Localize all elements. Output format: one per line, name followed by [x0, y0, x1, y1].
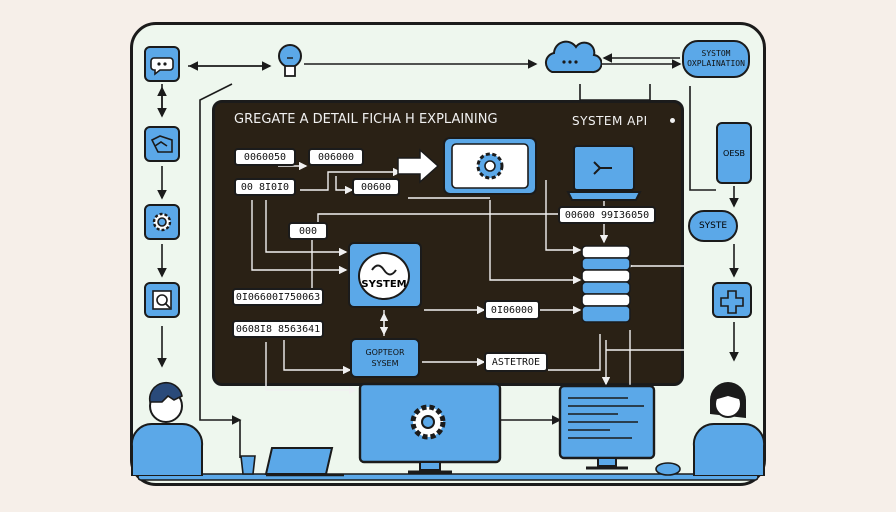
- mouse-icon: [655, 462, 681, 476]
- person-left: [130, 381, 204, 476]
- folder-icon[interactable]: [144, 126, 180, 162]
- code-monitor: [558, 384, 656, 470]
- data-chip: 00 8I0I0: [234, 178, 296, 196]
- system-node[interactable]: SYSTEM: [348, 242, 422, 308]
- gopteor-line1: GOPTEOR: [365, 348, 405, 357]
- cup-icon: [240, 455, 256, 475]
- data-chip: ASTETROE: [484, 352, 548, 372]
- data-chip: 00600: [352, 178, 400, 196]
- target-icon[interactable]: [144, 282, 180, 318]
- board-title: GREGATE A DETAIL FICHA H EXPLAINING: [234, 112, 498, 127]
- explanation-badge: SYSTOM OXPLAINATION: [682, 40, 750, 78]
- system-title: SYSTEM: [361, 279, 407, 290]
- gear-icon[interactable]: [144, 204, 180, 240]
- gopteor-box: GOPTEOR SYSEM: [350, 338, 420, 378]
- system-pill: SYSTE: [688, 210, 738, 242]
- laptop-bottom: [264, 447, 344, 477]
- plus-icon[interactable]: [712, 282, 752, 318]
- lightbulb-icon: [278, 44, 302, 77]
- data-chip: 00600 99I36050: [558, 206, 656, 224]
- server-stack: [581, 245, 631, 323]
- system-api-label: SYSTEM API: [572, 114, 648, 128]
- phone-device: OESB: [716, 122, 752, 184]
- data-chip: 006000: [308, 148, 364, 166]
- system-pill-label: SYSTE: [698, 221, 728, 231]
- system-node-label: SYSTEM: [358, 252, 410, 300]
- laptop-icon: [566, 145, 642, 201]
- explanation-line2: OXPLAINATION: [687, 59, 745, 68]
- board-status-dot: [670, 118, 675, 123]
- flow-arrow: [397, 148, 440, 184]
- data-chip: 0060050: [234, 148, 296, 166]
- phone-label: OESB: [723, 148, 745, 158]
- cloud-icon: [544, 40, 602, 74]
- person-right: [692, 382, 766, 476]
- data-chip: 0I06000: [484, 300, 540, 320]
- data-chip: 0608I8 8563641: [232, 320, 324, 338]
- chat-icon[interactable]: [144, 46, 180, 82]
- data-chip: 0I06600I750063: [232, 288, 324, 306]
- gear-monitor: [358, 382, 502, 474]
- data-chip: 000: [288, 222, 328, 240]
- gopteor-line2: SYSEM: [371, 359, 399, 368]
- settings-window: [443, 137, 537, 195]
- wave-icon: [371, 264, 397, 276]
- explanation-line1: SYSTOM: [701, 49, 731, 58]
